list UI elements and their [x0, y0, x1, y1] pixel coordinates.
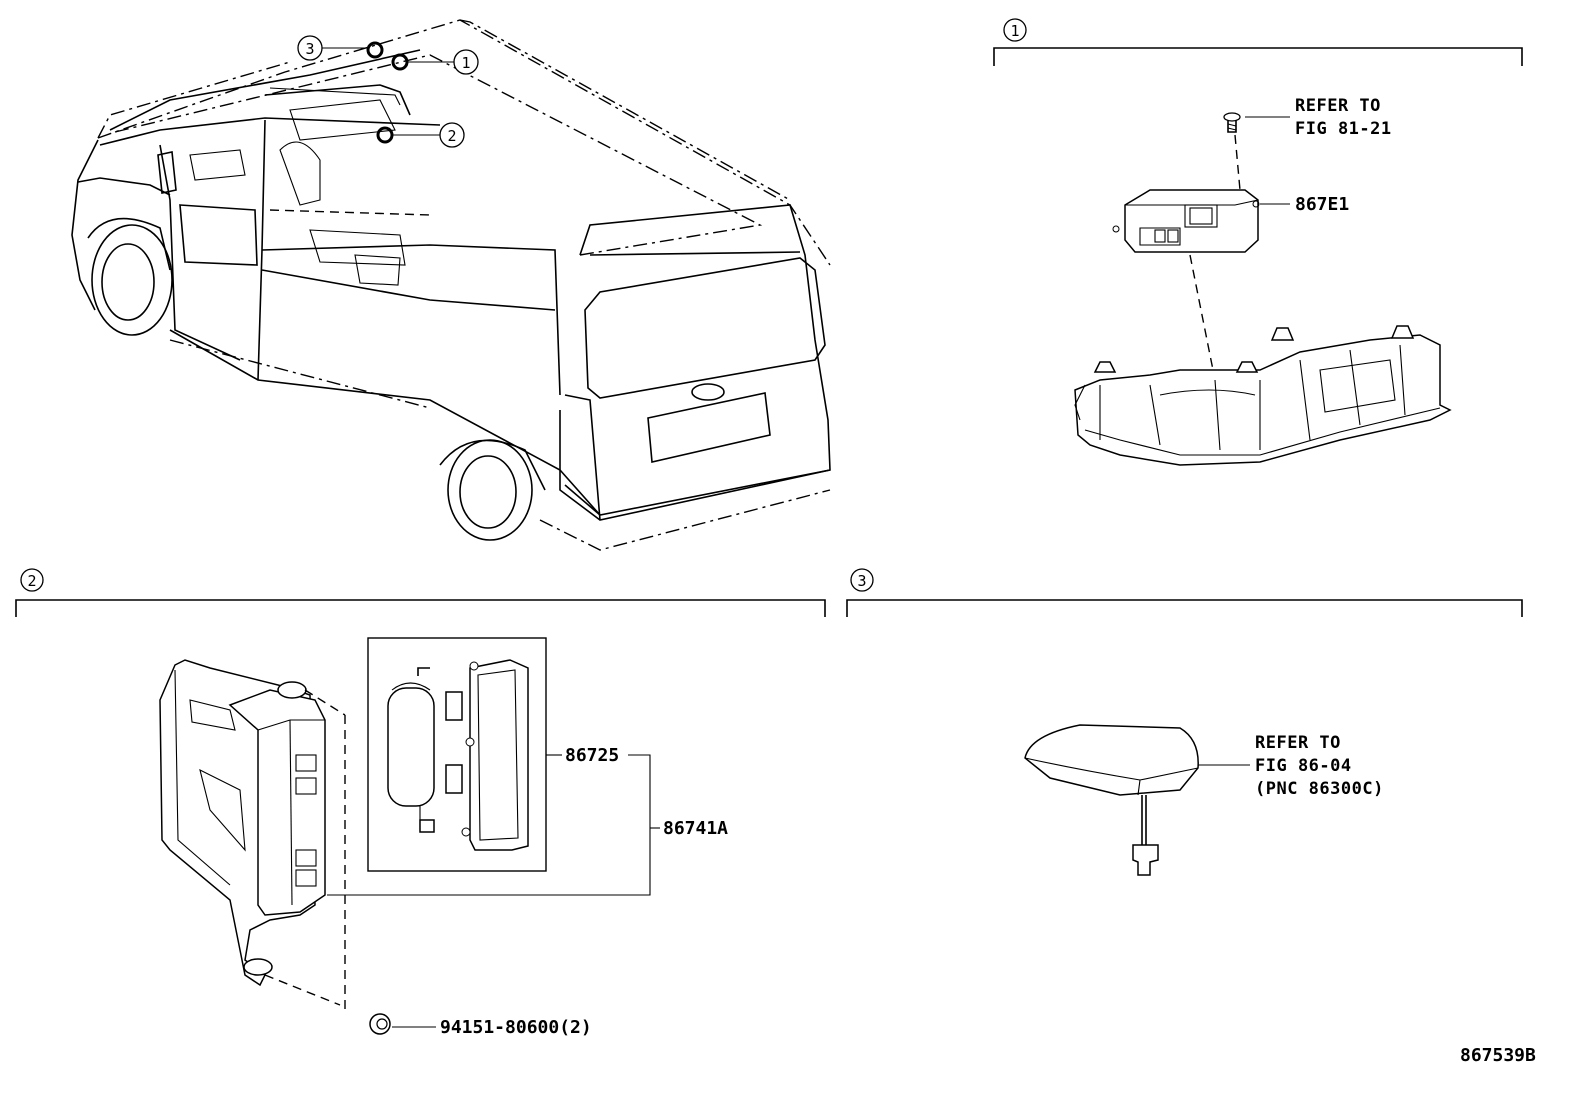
control-unit-icon — [159, 659, 326, 987]
nut-icon — [369, 1013, 391, 1035]
part-86725-label: 86725 — [565, 745, 619, 766]
section-1-refer-line1: REFER TO — [1295, 96, 1381, 116]
section-3-marker-circle — [850, 568, 874, 592]
section-2: 2 — [15, 568, 826, 1038]
roof-console-icon — [1074, 325, 1452, 466]
section-3-refer-line1: REFER TO — [1255, 733, 1341, 753]
part-94151-80600-label: 94151-80600(2) — [440, 1017, 592, 1038]
section-1-refer-line2: FIG 81-21 — [1295, 119, 1392, 139]
section-2-marker-circle — [20, 568, 44, 592]
section-1-bracket — [993, 47, 1523, 66]
antenna-icon — [1024, 724, 1199, 876]
section-1: 1 — [993, 18, 1523, 466]
section-3-marker: 3 — [857, 572, 866, 590]
battery-icon — [387, 667, 435, 833]
section-2-marker: 2 — [27, 572, 36, 590]
part-86741A-label: 86741A — [663, 818, 728, 839]
diagram-id: 867539B — [1460, 1045, 1536, 1066]
van-illustration — [71, 19, 831, 551]
section-2-bracket — [15, 599, 826, 617]
section-3-bracket — [846, 599, 1523, 617]
screw-icon — [1223, 112, 1241, 133]
callout-1: 1 — [453, 49, 479, 75]
svg-text:2: 2 — [447, 127, 456, 145]
svg-text:3: 3 — [305, 40, 314, 58]
section-1-marker-circle — [1003, 18, 1027, 42]
section-3-refer-line3: (PNC 86300C) — [1255, 779, 1384, 799]
section-1-marker: 1 — [1010, 22, 1019, 40]
callout-2: 2 — [439, 122, 465, 148]
section-3: 3 REFER TO FIG 86-04 (PNC 86300C) — [846, 568, 1523, 876]
svg-text:1: 1 — [461, 54, 470, 72]
holder-plate-icon — [445, 659, 529, 851]
section-3-refer-line2: FIG 86-04 — [1255, 756, 1352, 776]
callout-3: 3 — [297, 35, 323, 61]
battery-kit-box — [367, 637, 547, 872]
module-867E1-icon — [1112, 189, 1260, 253]
part-867E1-label: 867E1 — [1295, 194, 1349, 215]
